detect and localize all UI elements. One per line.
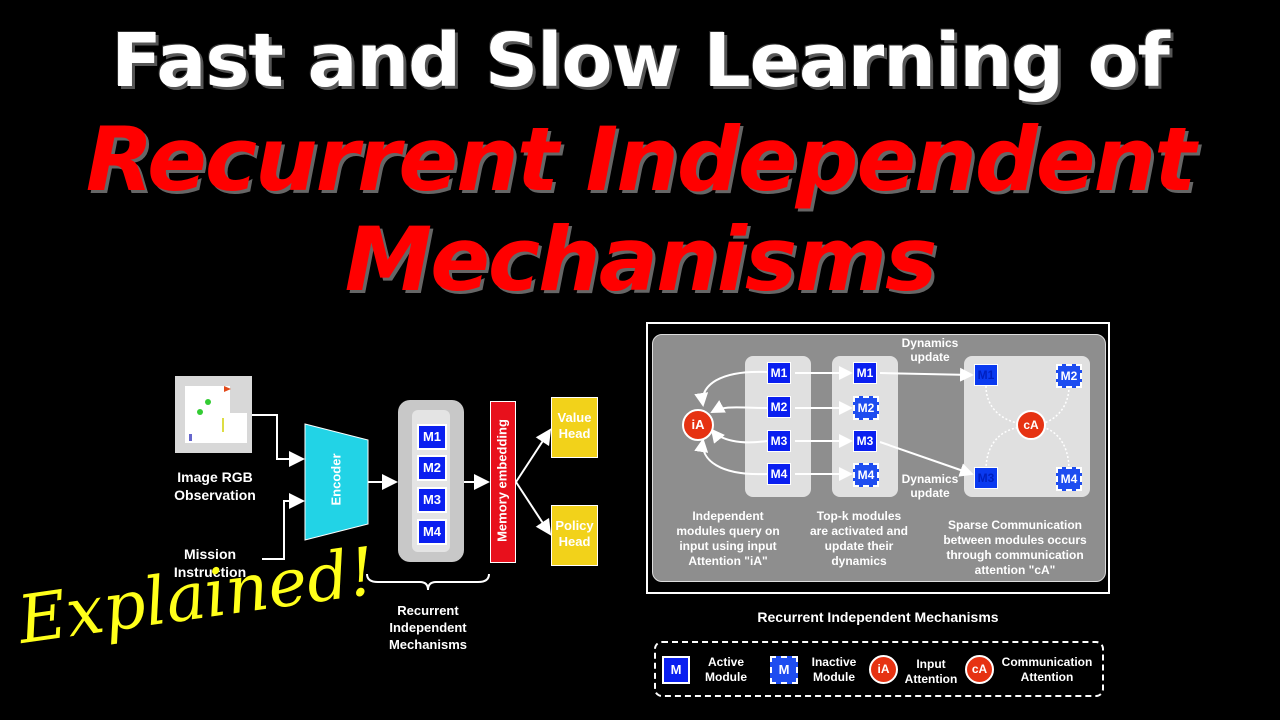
rim-caption: Recurrent Independent Mechanisms: [757, 609, 999, 625]
observation-label: Image RGB Observation: [174, 469, 256, 503]
legend-communication-attention-icon: cA: [965, 655, 994, 684]
col1-module-m4: M4: [767, 463, 791, 485]
title-line-2: Recurrent Independent: [85, 108, 1197, 211]
green-dot-icon: [197, 409, 203, 415]
goal-flag-icon: [224, 386, 231, 392]
desc-independent-modules: Independent modules query on input using…: [676, 509, 780, 568]
desc-topk-modules: Top-k modules are activated and update t…: [809, 509, 909, 568]
col2-module-m1-active: M1: [853, 362, 877, 384]
green-dot-icon: [205, 399, 211, 405]
legend-input-attention-icon: iA: [869, 655, 898, 684]
input-attention-node: iA: [682, 409, 714, 441]
memory-embedding-block: [490, 401, 516, 563]
legend-active-module-icon: M: [662, 656, 690, 684]
col3-module-m3: M3: [974, 467, 998, 489]
col1-module-m1: M1: [767, 362, 791, 384]
rim-module-m4: M4: [417, 519, 447, 545]
col2-module-m4-inactive: M4: [853, 463, 879, 487]
rim-module-m2: M2: [417, 455, 447, 481]
dynamics-update-top: Dynamics update: [901, 336, 959, 364]
desc-sparse-communication: Sparse Communication between modules occ…: [943, 518, 1087, 577]
legend-inactive-module-icon: M: [770, 656, 798, 684]
yellow-key-icon: [222, 418, 224, 432]
mission-label: Mission Instruction: [173, 546, 247, 580]
legend-box: [654, 641, 1104, 697]
col1-module-m3: M3: [767, 430, 791, 452]
value-head: Value Head: [551, 397, 598, 458]
rim-module-m3: M3: [417, 487, 447, 513]
col3-module-m1: M1: [974, 364, 998, 386]
col3-module-m4: M4: [1056, 467, 1082, 491]
observation-image: [175, 376, 252, 453]
col2-module-m3-active: M3: [853, 430, 877, 452]
col3-module-m2: M2: [1056, 364, 1082, 388]
title-line-1: Fast and Slow Learning of: [111, 18, 1170, 104]
rim-brace-label: Recurrent Independent Mechanisms: [388, 603, 468, 652]
title-line-3: Mechanisms: [344, 208, 938, 311]
col1-module-m2: M2: [767, 396, 791, 418]
col2-module-m2-inactive: M2: [853, 396, 879, 420]
rim-module-m1: M1: [417, 424, 447, 450]
communication-attention-node: cA: [1016, 410, 1046, 440]
policy-head: Policy Head: [551, 505, 598, 566]
agent-icon: [189, 434, 192, 441]
dynamics-update-bottom: Dynamics update: [901, 472, 959, 500]
